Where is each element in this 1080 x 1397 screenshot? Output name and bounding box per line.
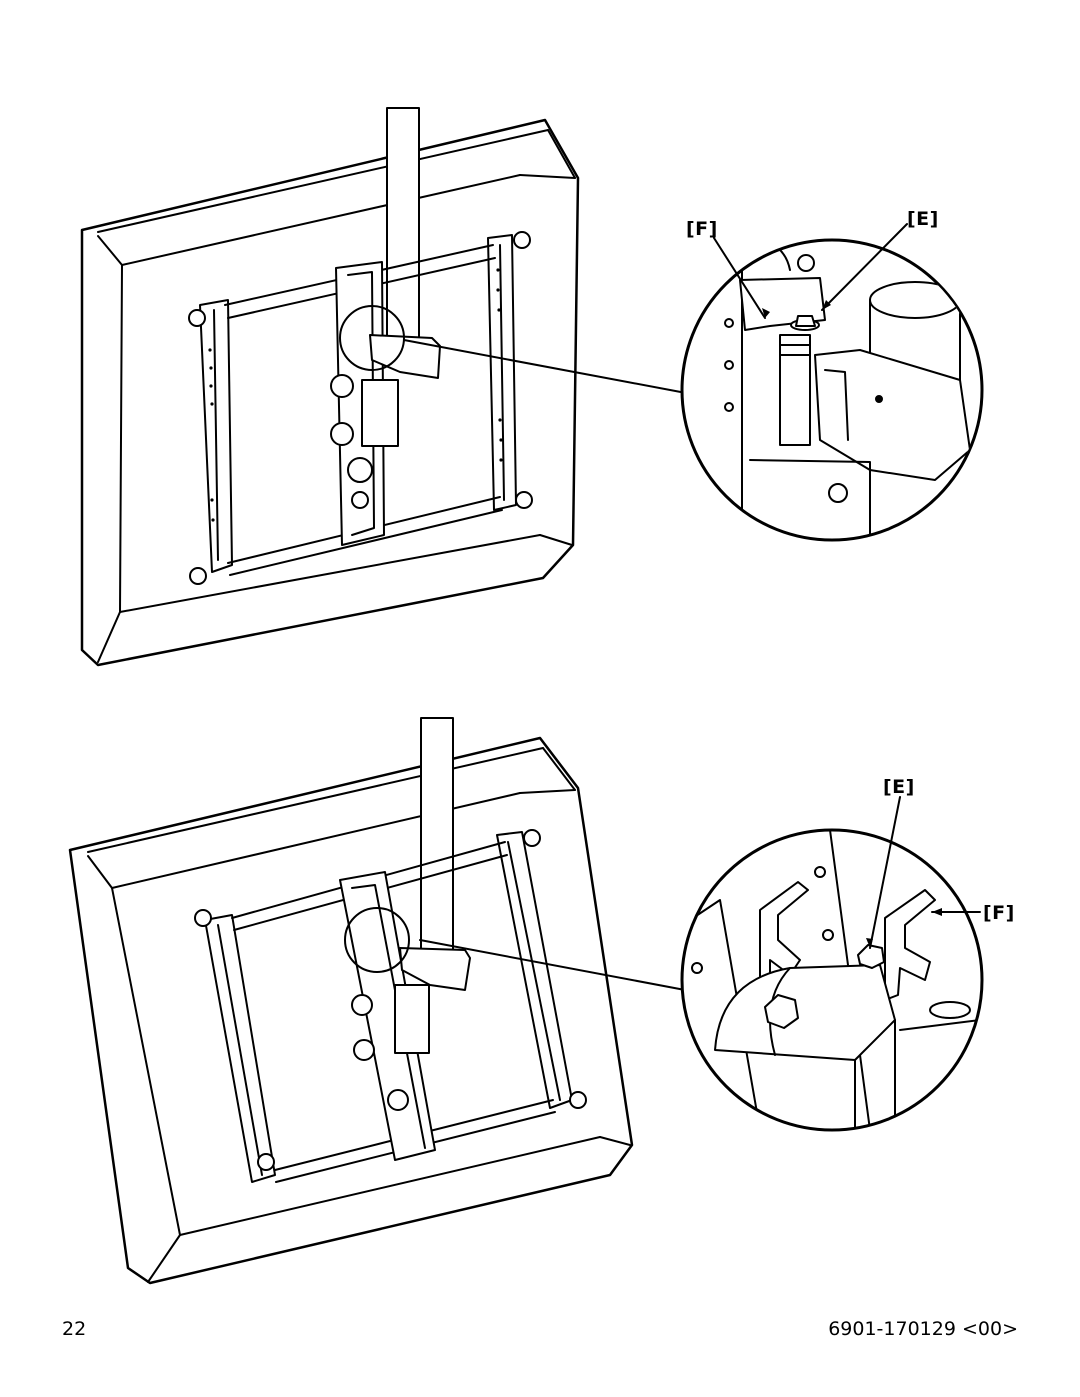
- figure-1-detail-circle: [680, 238, 984, 542]
- figure-1-callout-f: [F]: [686, 218, 718, 240]
- figure-2-callout-f: [F]: [983, 902, 1015, 924]
- figure-1-zoom-leader: [403, 339, 687, 394]
- page-number: 22: [62, 1318, 87, 1340]
- figure-2-e-pointer: [869, 796, 901, 949]
- figure-2-callout-e: [E]: [883, 776, 915, 798]
- figure-2-ceiling-pole: [420, 717, 454, 951]
- document-code: 6901-170129 <00>: [828, 1318, 1018, 1340]
- figure-2-detail-circle: [680, 828, 984, 1132]
- figure-1-mount-frame: [188, 231, 533, 585]
- figure-1-e-pointer: [821, 223, 908, 311]
- figure-2-display-rear: [68, 736, 634, 1285]
- figure-2-mount-frame: [194, 829, 587, 1183]
- figure-1-ceiling-pole: [386, 107, 420, 349]
- figure-1-callout-e: [E]: [907, 208, 939, 230]
- figure-1-display-rear: [80, 118, 580, 667]
- figure-1-f-pointer: [713, 237, 766, 319]
- figure-2-zoom-leader: [419, 939, 686, 991]
